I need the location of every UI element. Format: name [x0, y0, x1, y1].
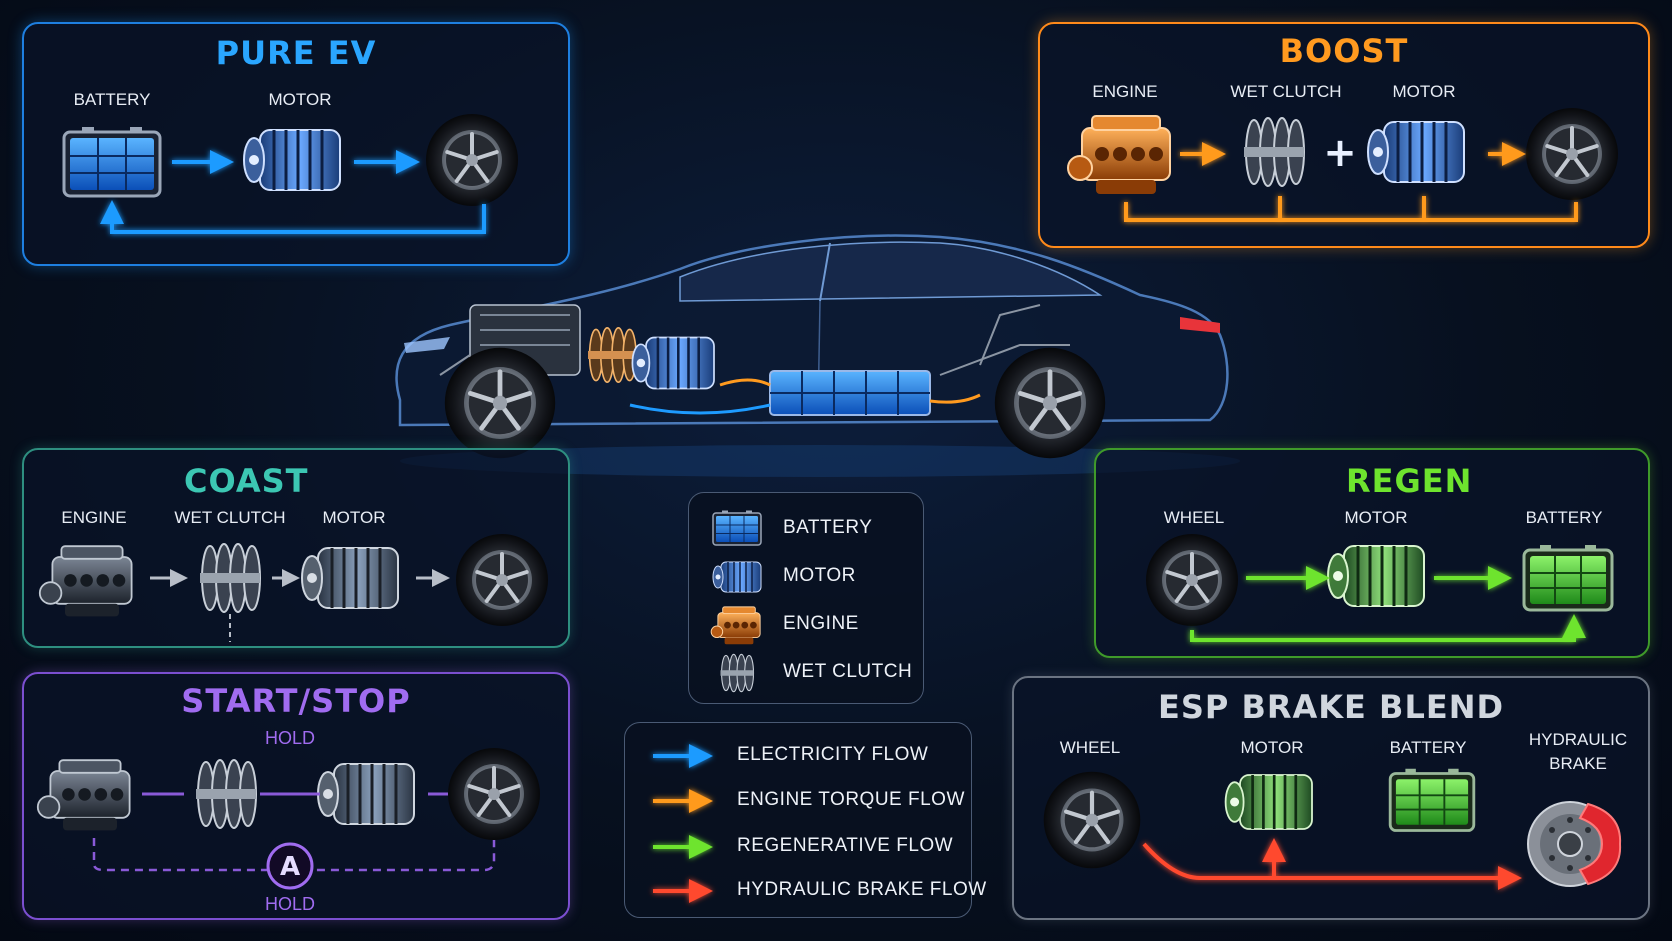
pure-ev-label-motor: MOTOR: [268, 90, 332, 109]
panel-regen: REGEN WHEEL MOTOR BATTERY: [1094, 448, 1650, 658]
legend-motor-label: MOTOR: [783, 565, 856, 586]
regen-label-motor: MOTOR: [1344, 508, 1408, 527]
regen-title: REGEN: [1346, 462, 1473, 500]
legend-electricity-label: ELECTRICITY FLOW: [737, 744, 929, 765]
panel-start-stop: START/STOP HOLD A HOLD: [22, 672, 570, 920]
panel-coast: COAST ENGINE WET CLUTCH MOTOR: [22, 448, 570, 648]
start-stop-hold-bottom: HOLD: [264, 894, 316, 914]
esp-label-battery: BATTERY: [1389, 738, 1467, 757]
pure-ev-label-battery: BATTERY: [73, 90, 151, 109]
coast-title: COAST: [184, 462, 309, 500]
battery-icon: [62, 125, 162, 198]
motor-icon: [316, 762, 416, 826]
wheel-icon: [424, 112, 520, 208]
wheel-icon: [1044, 772, 1141, 869]
regen-label-wheel: WHEEL: [1163, 508, 1225, 527]
coast-label-engine: ENGINE: [61, 508, 127, 527]
legend-wet-clutch-label: WET CLUTCH: [783, 661, 913, 682]
wet-clutch-icon: [199, 543, 261, 613]
motor-icon: [1326, 544, 1426, 608]
auto-hold-badge-letter: A: [280, 852, 300, 882]
legend-regenerative-label: REGENERATIVE FLOW: [737, 835, 954, 856]
motor-icon: [242, 128, 342, 192]
wheel-icon: [1144, 532, 1240, 628]
battery-icon: [1388, 767, 1476, 832]
auto-hold-badge: [266, 842, 314, 890]
engine-icon: [1067, 115, 1171, 195]
legend-wet-clutch-icon: [719, 653, 755, 693]
regenerative-flow-arrows: [1190, 566, 1586, 642]
boost-title: BOOST: [1279, 32, 1409, 70]
boost-label-motor: MOTOR: [1392, 82, 1456, 101]
engine-torque-flow-arrows: [1124, 142, 1578, 222]
esp-label-hydraulic: HYDRAULIC: [1528, 730, 1628, 749]
wet-clutch-icon: [1243, 117, 1305, 187]
wheel-icon: [454, 532, 550, 628]
legend-engine-icon: [710, 606, 761, 645]
electricity-flow-arrows: [100, 150, 486, 234]
panel-esp-brake-blend: ESP BRAKE BLEND WHEEL MOTOR BATTERY HYDR…: [1012, 676, 1650, 920]
battery-icon: [1522, 543, 1614, 612]
regen-label-battery: BATTERY: [1525, 508, 1603, 527]
hybrid-car-cutaway: [380, 225, 1260, 485]
plus-sign: +: [1323, 130, 1357, 176]
esp-label-motor: MOTOR: [1240, 738, 1304, 757]
motor-icon: [300, 546, 400, 610]
legend-battery-icon: [712, 509, 762, 546]
pure-ev-title: PURE EV: [215, 34, 377, 72]
start-stop-title: START/STOP: [181, 682, 411, 720]
legend-hydraulic-brake-label: HYDRAULIC BRAKE FLOW: [737, 879, 987, 900]
esp-label-wheel: WHEEL: [1059, 738, 1121, 757]
legend-battery-label: BATTERY: [783, 517, 873, 538]
motor-icon: [1366, 120, 1466, 184]
panel-pure-ev: PURE EV BATTERY MOTOR: [22, 22, 570, 266]
wheel-icon: [1524, 106, 1620, 202]
legend-engine-torque-label: ENGINE TORQUE FLOW: [737, 789, 965, 810]
panel-boost: BOOST ENGINE WET CLUTCH MOTOR +: [1038, 22, 1650, 248]
flow-legend: ELECTRICITY FLOW ENGINE TORQUE FLOW REGE…: [624, 722, 986, 918]
wet-clutch-icon: [195, 759, 257, 829]
esp-label-brake: BRAKE: [1549, 754, 1607, 773]
start-stop-hold-top: HOLD: [264, 728, 316, 748]
legend-engine-label: ENGINE: [783, 613, 859, 634]
motor-icon: [1224, 773, 1314, 831]
wheel-icon: [446, 746, 542, 842]
legend-motor-icon: [712, 561, 762, 593]
boost-label-engine: ENGINE: [1092, 82, 1158, 101]
coast-label-wet-clutch: WET CLUTCH: [174, 508, 286, 527]
coast-label-motor: MOTOR: [322, 508, 386, 527]
esp-title: ESP BRAKE BLEND: [1157, 688, 1505, 726]
engine-icon: [36, 759, 131, 832]
engine-icon: [38, 545, 133, 618]
components-legend: BATTERY MOTOR ENGINE WET CLUTCH: [688, 492, 924, 704]
hydraulic-brake-flow-arrows: [1142, 838, 1522, 890]
brake-disc-icon: [1527, 801, 1622, 887]
boost-label-wet-clutch: WET CLUTCH: [1230, 82, 1342, 101]
